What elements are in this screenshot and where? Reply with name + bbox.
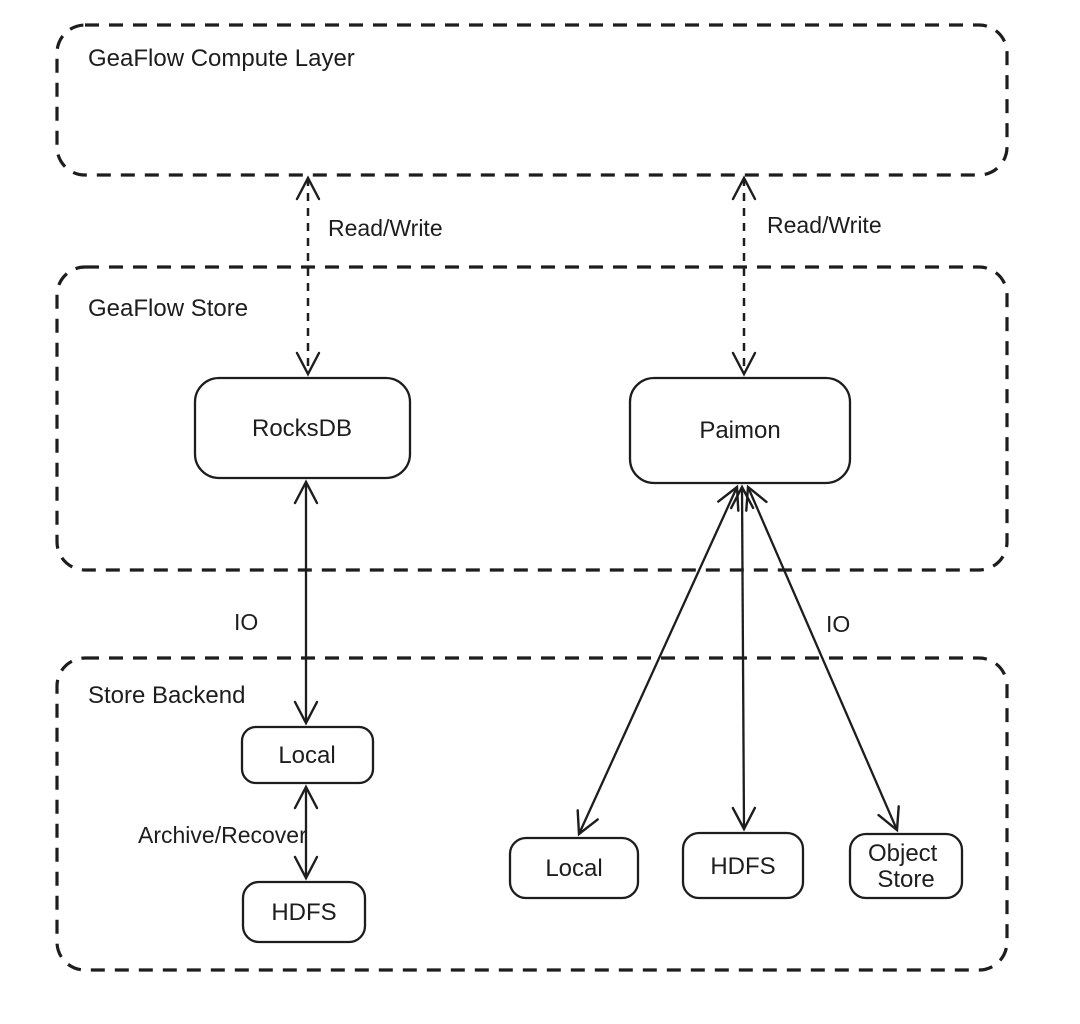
local-left-box	[240, 725, 375, 785]
node-hdfs-right: HDFS	[681, 831, 805, 900]
node-hdfs-left: HDFS	[241, 880, 367, 944]
paimon-box	[628, 376, 852, 485]
store-backend-container	[55, 656, 1009, 972]
hdfs-left-label: HDFS	[271, 899, 336, 926]
object-store-label: Object Store	[868, 840, 944, 893]
edge-paimon-hdfs	[729, 484, 757, 832]
node-local-left: Local	[240, 725, 375, 785]
object-store-label-line1: Object	[868, 840, 938, 867]
store-backend-label: Store Backend	[88, 682, 245, 709]
geaflow-store-label: GeaFlow Store	[88, 295, 248, 322]
object-store-label-line2: Store	[877, 866, 934, 893]
local-right-box	[508, 836, 640, 900]
edge-label-io-right: IO	[826, 611, 850, 637]
edge-label-read-write-right: Read/Write	[767, 212, 882, 238]
hdfs-right-box	[681, 831, 805, 900]
rocksdb-box	[193, 376, 412, 480]
object-store-box	[848, 832, 964, 900]
node-rocksdb: RocksDB	[193, 376, 412, 480]
node-object-store: Object Store	[848, 832, 964, 900]
edge-paimon-object-store	[745, 484, 900, 833]
rocksdb-label: RocksDB	[252, 415, 352, 442]
edge-paimon-local	[576, 484, 740, 837]
compute-layer-container	[55, 23, 1009, 177]
edge-label-archive-recover: Archive/Recover	[138, 822, 307, 848]
hdfs-left-box	[241, 880, 367, 944]
local-left-label: Local	[278, 742, 335, 769]
compute-layer-label: GeaFlow Compute Layer	[88, 45, 355, 72]
hdfs-right-label: HDFS	[710, 853, 775, 880]
geaflow-store-container	[55, 265, 1009, 572]
node-local-right: Local	[508, 836, 640, 900]
paimon-label: Paimon	[699, 417, 780, 444]
edge-label-read-write-left: Read/Write	[328, 215, 443, 241]
node-paimon: Paimon	[628, 376, 852, 485]
local-right-label: Local	[545, 855, 602, 882]
edge-label-io-left: IO	[234, 609, 258, 635]
